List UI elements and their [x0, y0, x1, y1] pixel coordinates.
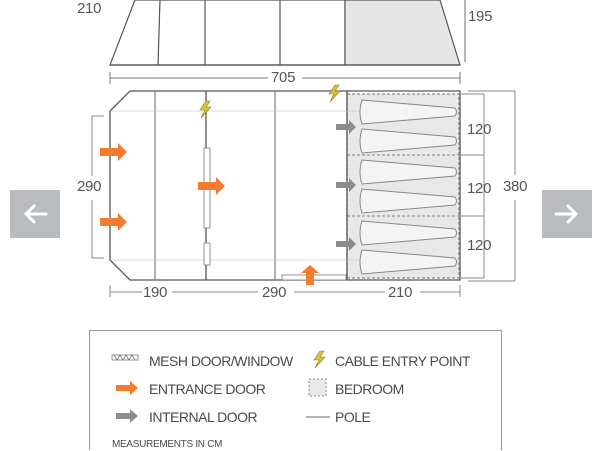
internal-door-arrows	[336, 120, 356, 251]
dim-bedroom-2: 120	[467, 180, 492, 197]
arrow-left-icon	[24, 204, 48, 224]
legend-box: MESH DOOR/WINDOW ENTRANCE DOOR INTERNAL …	[89, 330, 502, 450]
legend-cable-label: CABLE ENTRY POINT	[335, 353, 470, 369]
dim-bedroom-1: 120	[467, 121, 492, 138]
overall-dimension-line	[109, 72, 461, 84]
legend-entrance-label: ENTRANCE DOOR	[149, 381, 266, 397]
dim-height-right: 195	[468, 8, 493, 25]
legend-mesh-label: MESH DOOR/WINDOW	[149, 353, 293, 369]
dim-bedroom-3: 120	[467, 237, 492, 254]
cable-entry-icons	[199, 84, 341, 119]
sleeping-bags	[359, 99, 457, 275]
cable-icon	[313, 350, 326, 369]
entrance-arrow-icon	[116, 381, 138, 395]
internal-arrow-icon	[116, 409, 138, 423]
dim-overall-length: 705	[271, 69, 296, 86]
dimension-lines	[91, 90, 516, 297]
prev-image-button[interactable]	[10, 190, 60, 238]
dim-width: 290	[77, 178, 102, 195]
dim-total-height: 380	[503, 178, 528, 195]
measurements-note: MEASUREMENTS IN CM	[112, 439, 223, 450]
bedroom-swatch-icon	[308, 378, 327, 397]
entrance-door-arrows	[100, 143, 319, 285]
dim-section-1: 190	[143, 284, 168, 301]
dim-section-3: 210	[388, 284, 413, 301]
dim-section-2: 290	[262, 284, 287, 301]
side-elevation	[109, 0, 466, 66]
legend-internal-label: INTERNAL DOOR	[149, 409, 258, 425]
arrow-right-icon	[554, 204, 578, 224]
mesh-icon	[111, 354, 139, 361]
dim-height-left: 210	[77, 0, 102, 17]
legend-pole-label: POLE	[335, 409, 371, 425]
next-image-button[interactable]	[542, 190, 592, 238]
legend-bedroom-label: BEDROOM	[335, 381, 404, 397]
legend-symbols	[111, 350, 330, 423]
